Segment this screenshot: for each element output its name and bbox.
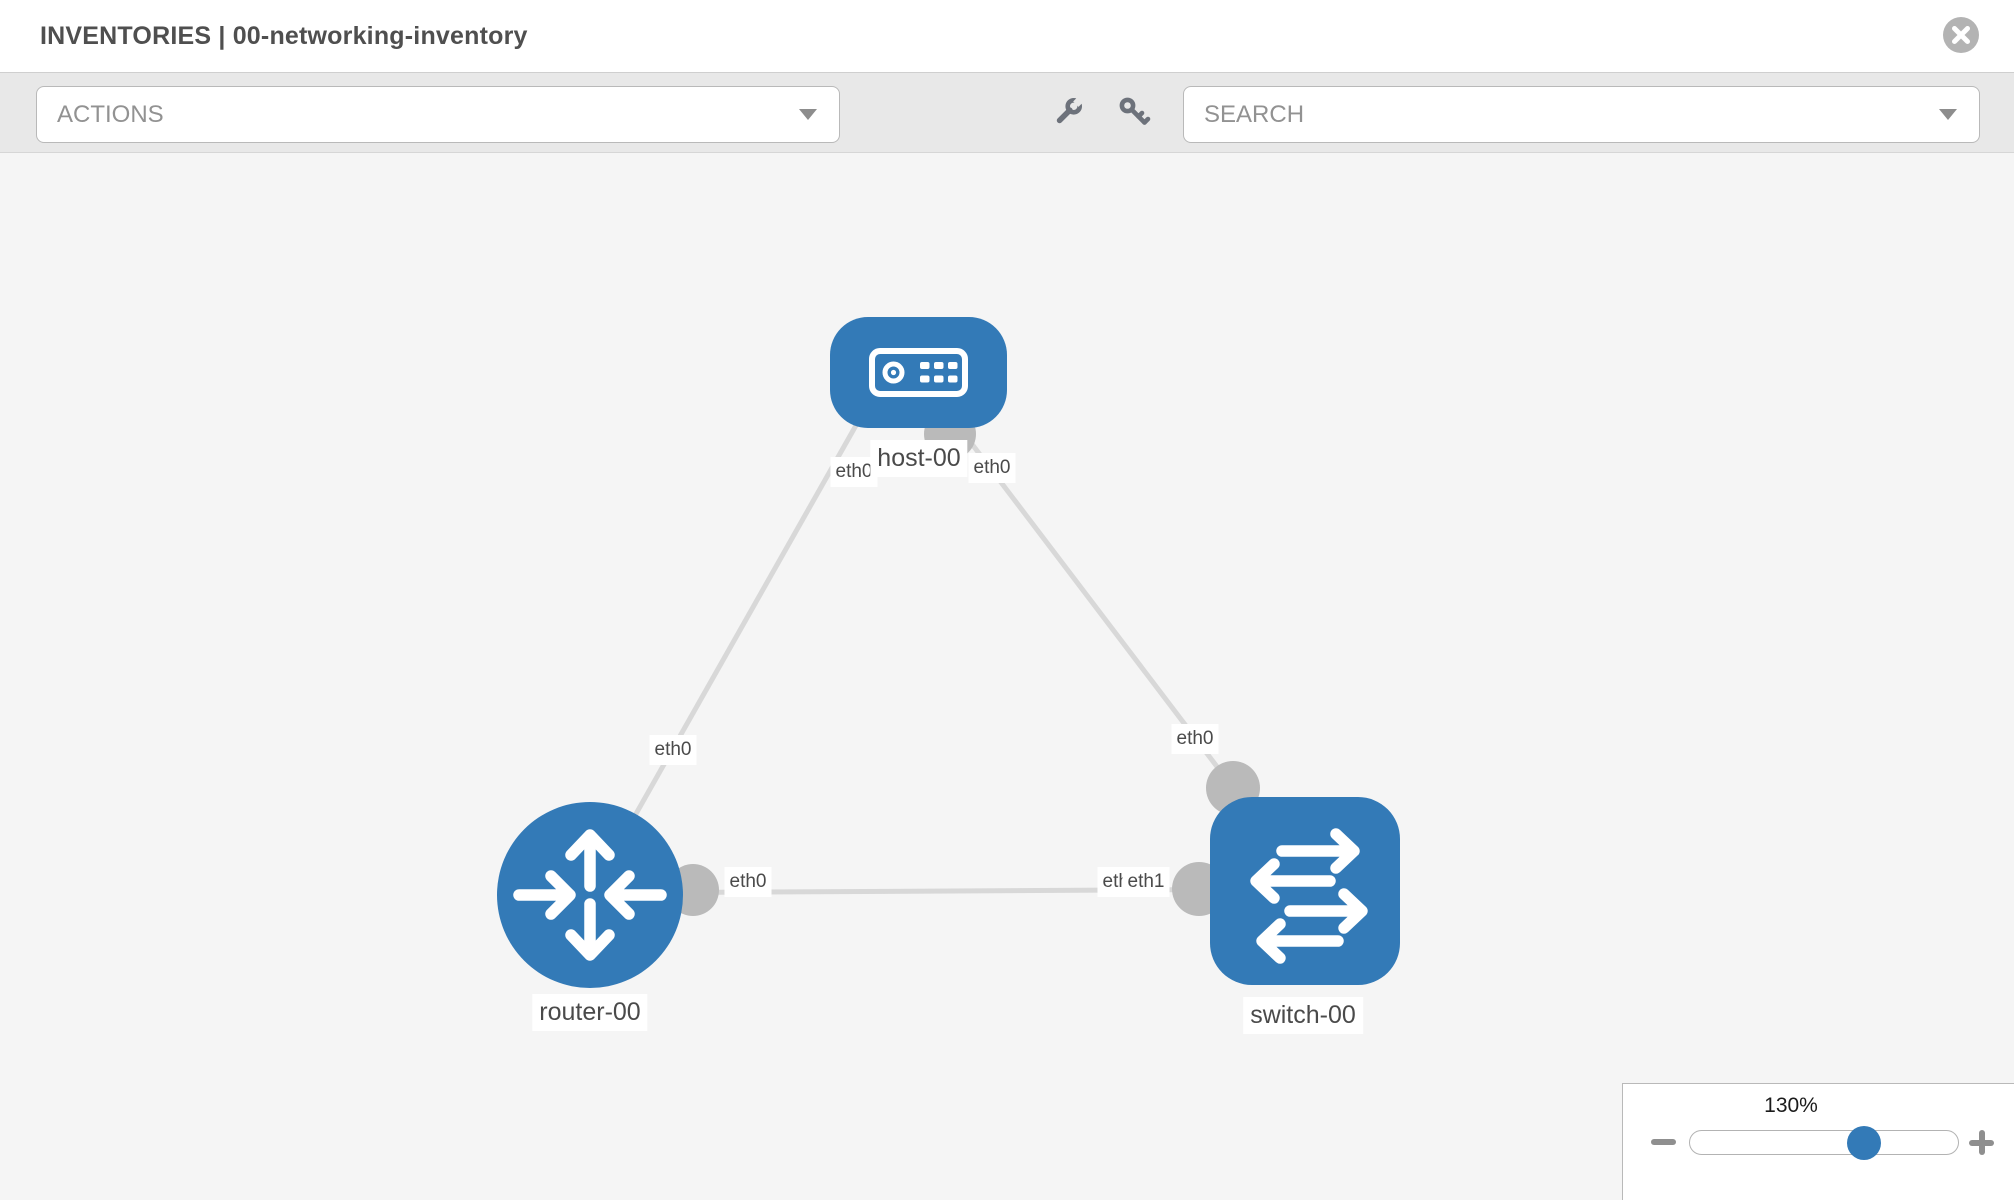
page-title: INVENTORIES | 00-networking-inventory (40, 22, 528, 50)
credentials-button[interactable] (1117, 95, 1153, 131)
header: INVENTORIES | 00-networking-inventory (0, 0, 2014, 72)
node-router[interactable] (497, 802, 683, 988)
x-circle-icon (1943, 17, 1979, 53)
close-button[interactable] (1942, 16, 1980, 54)
zoom-level-value: 130% (1764, 1094, 1818, 1117)
interface-label: eth0 (968, 453, 1016, 483)
switch-icon (1250, 828, 1368, 964)
node-label-switch: switch-00 (1243, 997, 1363, 1034)
node-label-router: router-00 (532, 994, 648, 1031)
zoom-slider-thumb[interactable] (1847, 1126, 1881, 1160)
zoom-out-button minus-icon[interactable] (1651, 1139, 1676, 1145)
zoom-slider-track[interactable] (1689, 1130, 1959, 1155)
interface-label: eth1 (1122, 867, 1170, 897)
configure-button[interactable] (1049, 95, 1085, 131)
node-label-host: host-00 (870, 440, 968, 477)
wrench-icon (1056, 96, 1084, 124)
router-icon (513, 829, 667, 961)
interface-label: eth0 (724, 867, 772, 897)
actions-dropdown[interactable]: ACTIONS (36, 86, 840, 143)
search-dropdown[interactable]: SEARCH (1183, 86, 1980, 143)
interface-label: eth0 (649, 735, 697, 765)
chevron-down-icon (1939, 109, 1957, 120)
interface-label: eth0 (830, 457, 878, 487)
interface-connectors (667, 408, 1260, 916)
zoom-in-button plus-icon[interactable] (1969, 1130, 1994, 1155)
actions-dropdown-label: ACTIONS (57, 100, 164, 128)
node-switch[interactable] (1210, 797, 1400, 985)
toolbar: ACTIONS SEARC (0, 72, 2014, 153)
interface-label: eth0 (1171, 724, 1219, 754)
host-icon (869, 348, 968, 397)
chevron-down-icon (799, 109, 817, 120)
search-dropdown-label: SEARCH (1204, 100, 1305, 128)
topology-canvas[interactable]: eth0 eth0 eth0 eth0 eth0 eth0 eth1 host-… (0, 153, 2014, 1200)
key-icon (1119, 97, 1151, 125)
node-host[interactable] (830, 317, 1007, 428)
zoom-panel: 130% (1622, 1083, 2014, 1200)
